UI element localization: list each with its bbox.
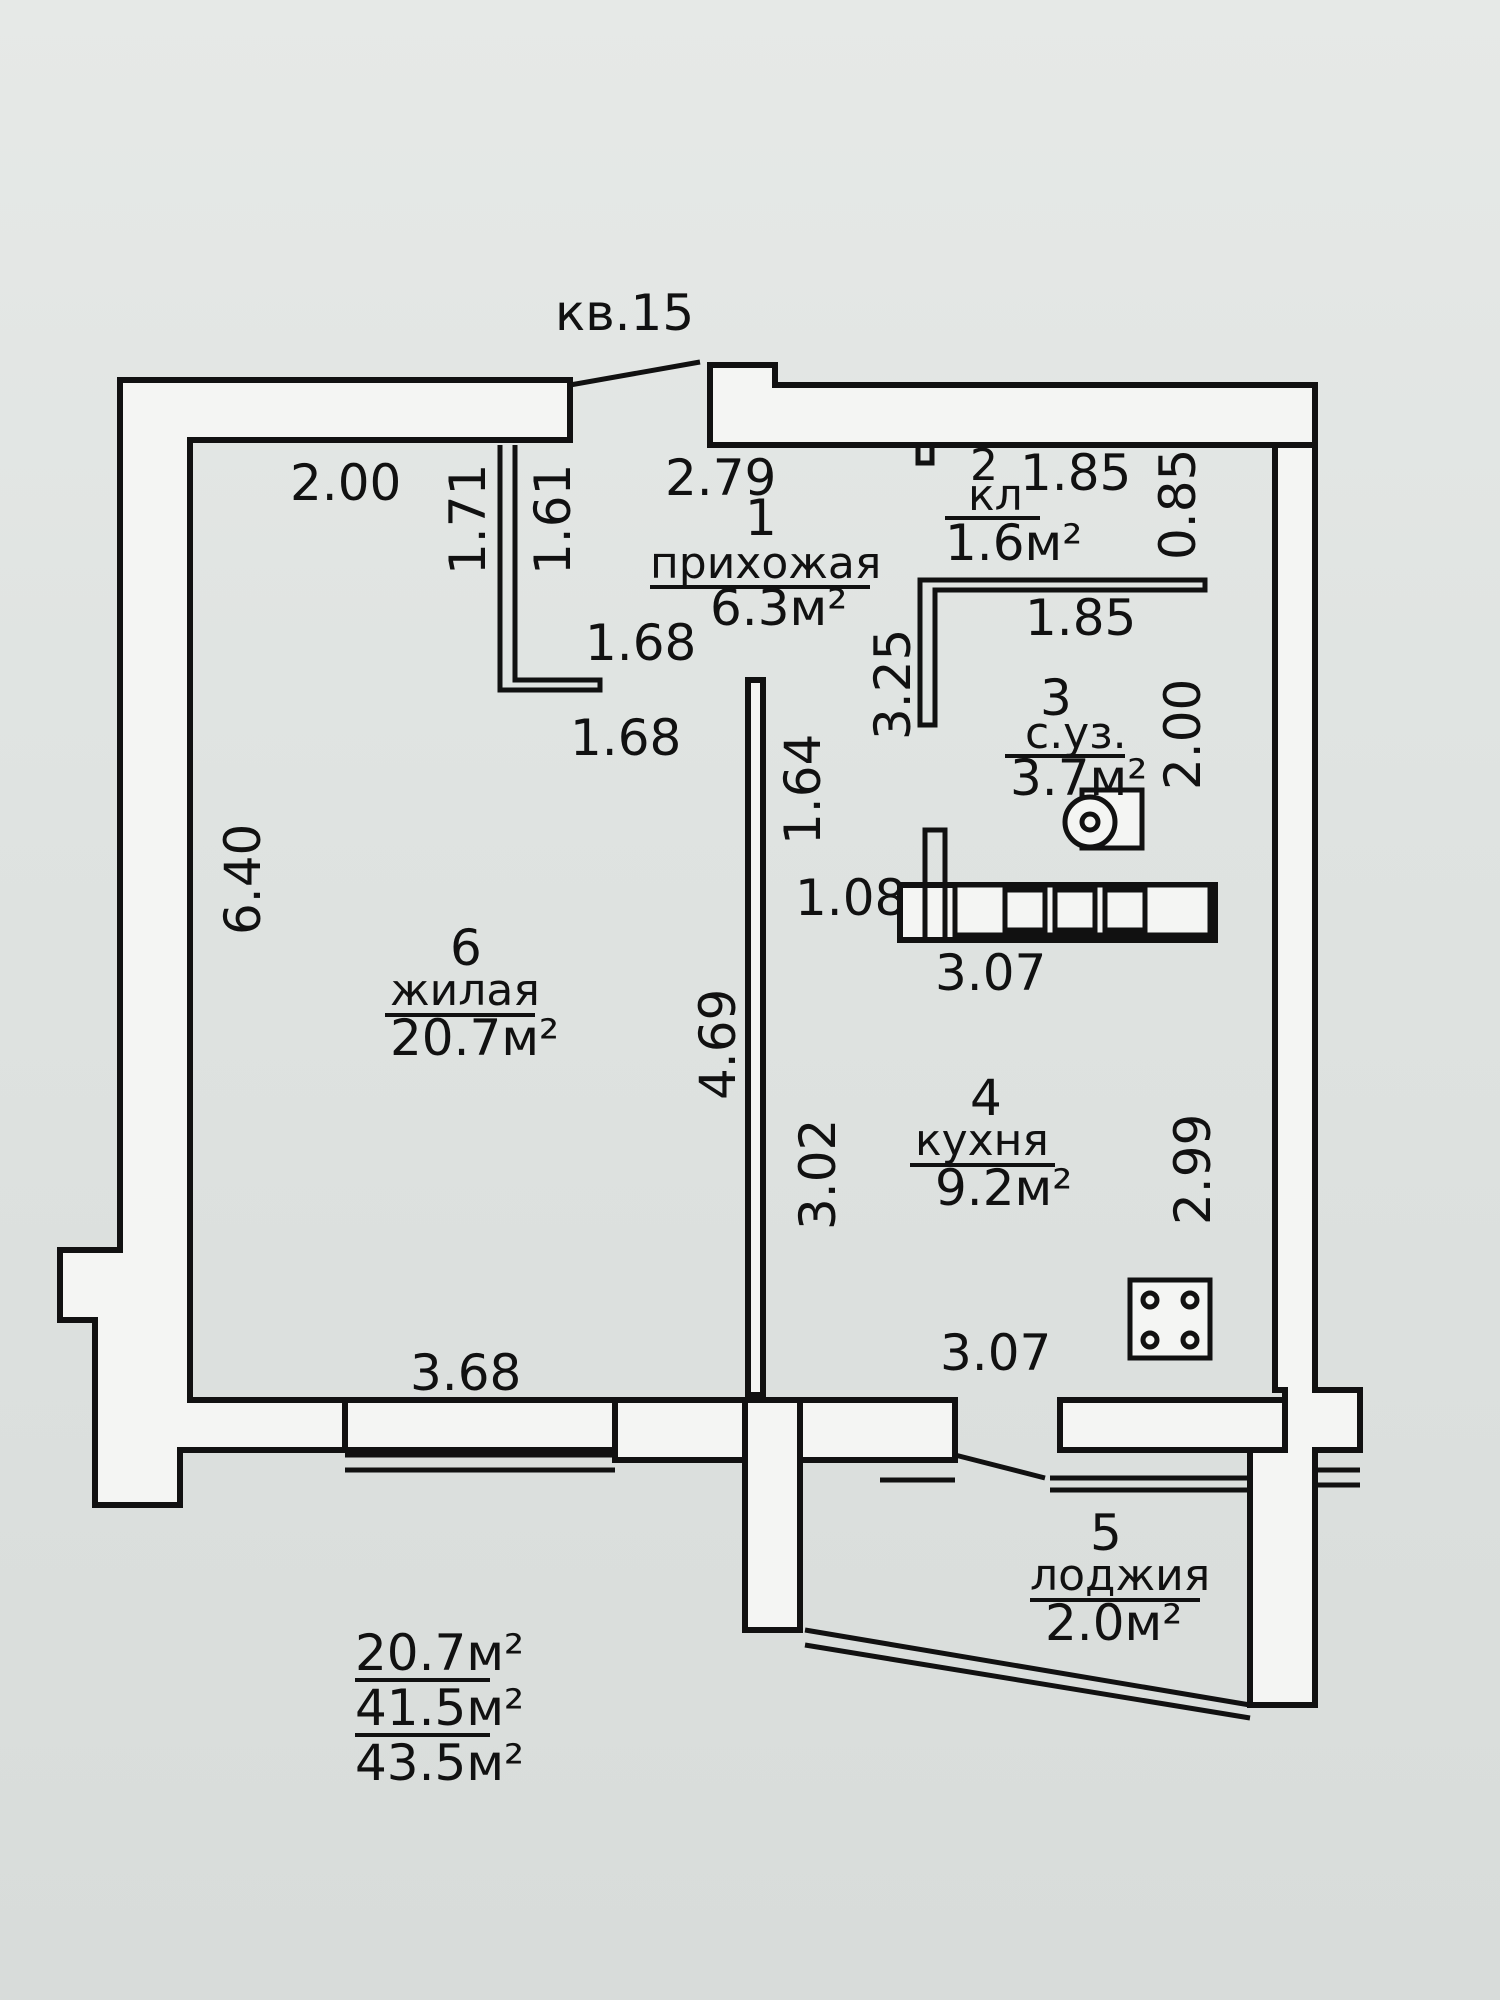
dim-1-85-top: 1.85 <box>1020 444 1131 502</box>
dim-3-07-mid: 3.07 <box>935 944 1046 1002</box>
loggia-window <box>1050 1467 1360 1493</box>
entry-door <box>569 359 701 388</box>
wall-loggia-bottom <box>804 1627 1251 1721</box>
room-2-number: 2 <box>970 440 998 491</box>
dim-0-85: 0.85 <box>1149 449 1207 560</box>
shaft-mark <box>915 442 935 466</box>
toilet-bowl-inner <box>1079 811 1101 833</box>
room-4-area: 9.2м² <box>935 1159 1072 1217</box>
room-1-number: 1 <box>745 489 777 547</box>
dim-2-00-top: 2.00 <box>290 454 401 512</box>
room-3-name: с.уз. <box>1025 708 1127 759</box>
apartment-title: кв.15 <box>555 284 694 342</box>
dim-1-08: 1.08 <box>795 869 906 927</box>
dim-1-64: 1.64 <box>774 734 832 845</box>
counter-cell-3 <box>1102 887 1148 933</box>
room-6-number: 6 <box>450 919 482 977</box>
wall-top-right <box>707 362 1318 448</box>
dim-4-69: 4.69 <box>689 989 747 1100</box>
wall-left <box>57 377 573 1508</box>
dim-2-79: 2.79 <box>665 449 776 507</box>
dim-3-25: 3.25 <box>864 629 922 740</box>
dim-6-40: 6.40 <box>214 824 272 935</box>
dim-3-68: 3.68 <box>410 1344 521 1402</box>
dim-2-99: 2.99 <box>1164 1114 1222 1225</box>
window-living <box>345 1452 955 1483</box>
partition-living-kitchen <box>745 677 766 1398</box>
room-4-number: 4 <box>970 1069 1002 1127</box>
room-6-name: жилая <box>390 965 540 1016</box>
room-5-name: лоджия <box>1030 1550 1210 1601</box>
dim-1-68-a: 1.68 <box>585 614 696 672</box>
room-5-number: 5 <box>1090 1504 1122 1562</box>
stove <box>1127 1277 1213 1361</box>
total-area: 41.5м² <box>355 1679 524 1737</box>
room-3-number: 3 <box>1040 669 1072 727</box>
room-1-name: прихожая <box>650 538 881 589</box>
room-2-name: кл <box>968 470 1023 521</box>
total-living-area: 20.7м² <box>355 1624 524 1682</box>
counter-cell-2 <box>1052 887 1098 933</box>
room-1-area: 6.3м² <box>710 579 847 637</box>
room-5-area: 2.0м² <box>1045 1594 1182 1652</box>
burner-4 <box>1180 1330 1200 1350</box>
wall-bottom-left <box>342 1397 618 1453</box>
room-3-area: 3.7м² <box>1010 749 1147 807</box>
burner-3 <box>1140 1330 1160 1350</box>
wall-right <box>1247 442 1363 1708</box>
bath-door-stub <box>922 827 948 943</box>
loggia-door <box>954 1452 1046 1481</box>
dim-2-00-bath: 2.00 <box>1154 679 1212 790</box>
counter-cell-1 <box>1002 887 1048 933</box>
wall-bottom-right <box>1057 1397 1288 1453</box>
dim-3-07-bottom: 3.07 <box>940 1324 1051 1382</box>
dim-1-68-b: 1.68 <box>570 709 681 767</box>
dim-1-85-mid: 1.85 <box>1025 589 1136 647</box>
burner-1 <box>1140 1290 1160 1310</box>
room-2-area: 1.6м² <box>945 514 1082 572</box>
room-4-name: кухня <box>915 1115 1049 1166</box>
dim-1-71: 1.71 <box>439 464 497 575</box>
partition-storage-bath <box>917 577 1208 728</box>
total-area-with-loggia: 43.5м² <box>355 1734 524 1792</box>
dim-3-02: 3.02 <box>789 1119 847 1230</box>
burner-2 <box>1180 1290 1200 1310</box>
dim-1-61: 1.61 <box>524 464 582 575</box>
room-6-area: 20.7м² <box>390 1009 559 1067</box>
wall-loggia-left <box>742 1397 803 1633</box>
partition-hall-living <box>497 445 603 693</box>
